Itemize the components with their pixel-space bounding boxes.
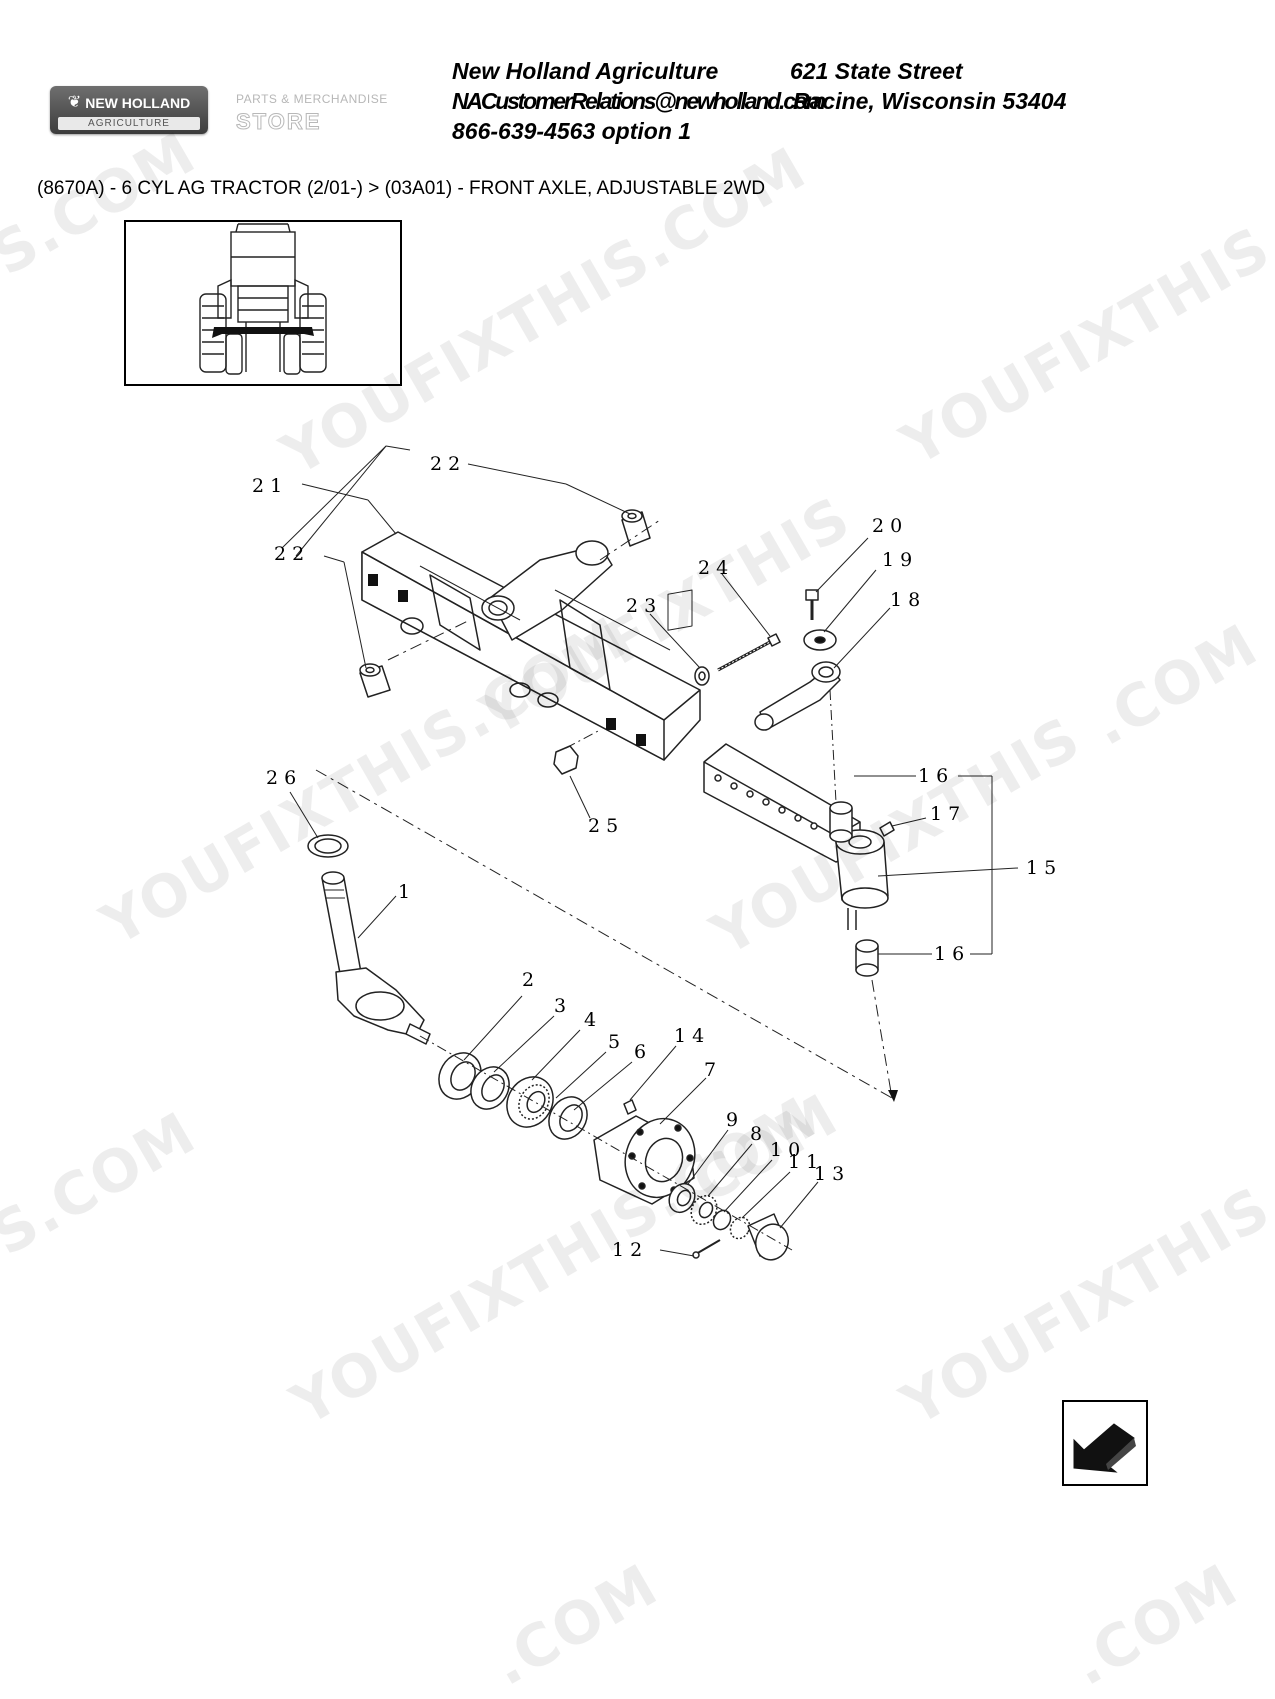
callout-9: 9 <box>726 1109 738 1131</box>
wheel-hub-7 <box>593 1115 696 1205</box>
callout-13: 1 3 <box>814 1163 844 1185</box>
callout-8: 8 <box>750 1123 762 1145</box>
callout-17: 1 7 <box>930 803 960 825</box>
pivot-bushing-rear <box>621 509 651 547</box>
cotter-pin-12 <box>692 1239 721 1259</box>
callout-25: 2 5 <box>588 815 618 837</box>
logo-brand: NEW HOLLAND <box>85 95 191 111</box>
callout-3: 3 <box>554 995 566 1017</box>
bushing-16-lower <box>855 939 879 977</box>
callout-15: 1 5 <box>1026 857 1056 879</box>
callout-22-lower: 2 2 <box>274 543 304 565</box>
city-state-zip: Racine, Wisconsin 53404 <box>793 88 1067 114</box>
callout-22-upper: 2 2 <box>430 453 460 475</box>
street-address: 621 State Street <box>790 58 963 84</box>
stud-14 <box>623 1099 637 1115</box>
callout-5: 5 <box>608 1031 620 1053</box>
hub-cap-13 <box>747 1213 789 1261</box>
arrow-down-left-icon <box>1073 1423 1136 1473</box>
leaf-icon: ❦ <box>67 94 82 111</box>
contact-email[interactable]: NACustomerRelations@newholland.com <box>452 88 826 114</box>
callout-1: 1 <box>398 881 410 903</box>
callout-7: 7 <box>704 1059 716 1081</box>
callout-16-upper: 1 6 <box>918 765 948 787</box>
logo-sub: AGRICULTURE <box>58 117 200 130</box>
company-name: New Holland Agriculture <box>452 58 719 84</box>
ring-3 <box>470 1066 510 1110</box>
store-label-line1: PARTS & MERCHANDISE <box>236 92 388 106</box>
callout-2: 2 <box>522 969 534 991</box>
previous-page-button[interactable] <box>1062 1400 1148 1486</box>
tractor-thumbnail <box>124 220 402 386</box>
callout-18: 1 8 <box>890 589 920 611</box>
nut-25 <box>553 745 579 775</box>
callout-21: 2 1 <box>252 475 282 497</box>
washer-10 <box>712 1209 732 1231</box>
steering-arm-18 <box>754 661 841 731</box>
callout-16-lower: 1 6 <box>934 943 964 965</box>
callout-12: 1 2 <box>612 1239 642 1261</box>
axle-extension-15 <box>703 743 889 930</box>
thrust-washer-26 <box>307 834 349 858</box>
tractor-front-icon <box>199 223 327 375</box>
new-holland-logo: ❦ NEW HOLLAND AGRICULTURE <box>50 86 208 134</box>
phone-number: 866-639-4563 option 1 <box>452 118 692 144</box>
callout-24: 2 4 <box>698 557 728 579</box>
callout-20: 2 0 <box>872 515 902 537</box>
callout-14: 1 4 <box>674 1025 704 1047</box>
front-axle-exploded-diagram: 2 2 2 1 2 2 2 4 2 3 2 0 1 9 1 8 2 5 2 6 … <box>252 445 1056 1261</box>
callout-23: 2 3 <box>626 595 656 617</box>
bushing-16-upper <box>829 801 853 843</box>
axle-center-beam <box>361 531 701 761</box>
bolt-20 <box>805 589 819 620</box>
callout-26: 2 6 <box>266 767 296 789</box>
callout-19: 1 9 <box>882 549 912 571</box>
washer-19 <box>803 629 837 651</box>
callout-10: 1 0 <box>770 1139 800 1161</box>
bolt-24 <box>717 633 781 672</box>
highlighted-front-axle <box>212 327 314 338</box>
store-label-line2: STORE <box>235 109 322 135</box>
callout-11: 1 1 <box>788 1151 818 1173</box>
steering-spindle-1 <box>321 871 431 1045</box>
pivot-bushing-front <box>359 663 391 698</box>
grease-fitting-17 <box>879 821 895 837</box>
callout-6: 6 <box>634 1041 646 1063</box>
callout-4: 4 <box>584 1009 596 1031</box>
nut-23 <box>694 666 710 686</box>
breadcrumb: (8670A) - 6 CYL AG TRACTOR (2/01-) > (03… <box>37 178 766 199</box>
